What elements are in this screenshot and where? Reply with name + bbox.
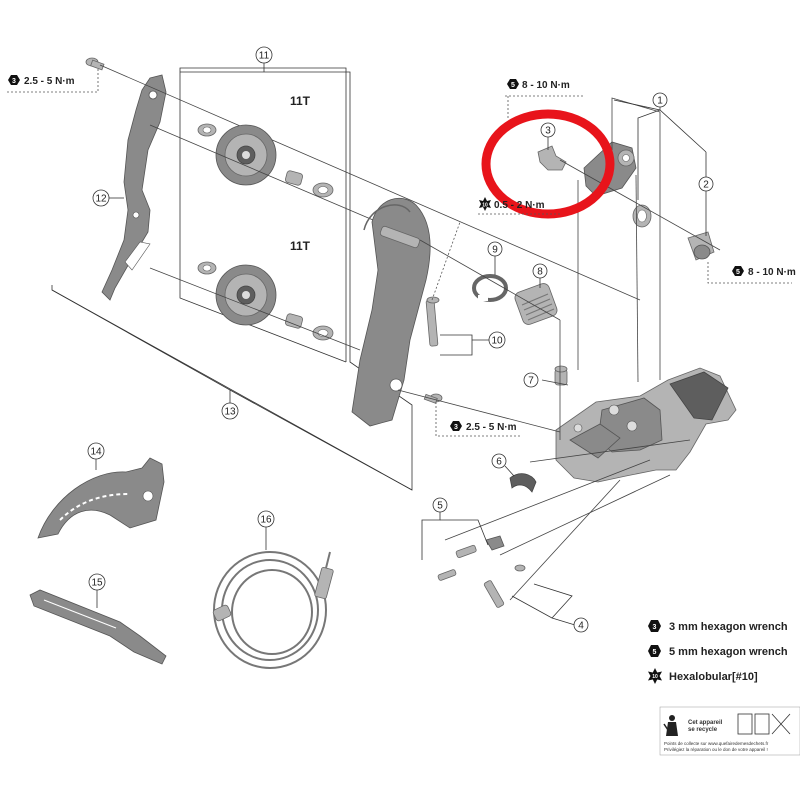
svg-text:Cet appareil: Cet appareil xyxy=(688,720,723,726)
callout-1: 1 xyxy=(652,92,668,108)
housing-screws xyxy=(437,535,505,581)
svg-text:3: 3 xyxy=(454,424,458,431)
callout-3: 3 xyxy=(540,122,556,138)
svg-text:6: 6 xyxy=(496,457,502,468)
derailleur-body xyxy=(555,367,737,483)
svg-text:4: 4 xyxy=(578,621,584,632)
svg-text:3 mm hexagon wrench: 3 mm hexagon wrench xyxy=(669,621,788,633)
svg-text:10: 10 xyxy=(652,674,658,680)
svg-text:2.5 - 5 N·m: 2.5 - 5 N·m xyxy=(466,422,517,433)
alignment-tool xyxy=(29,589,167,665)
washer-ring xyxy=(632,204,652,228)
callout-2: 2 xyxy=(698,176,714,192)
legend: 3 3 mm hexagon wrench 5 5 mm hexagon wre… xyxy=(648,620,788,684)
svg-text:3: 3 xyxy=(653,624,657,631)
cage-bolt-bottom xyxy=(423,393,443,404)
bracket-11 xyxy=(179,72,347,363)
svg-text:5: 5 xyxy=(511,82,515,89)
svg-text:5: 5 xyxy=(736,269,740,276)
svg-text:5: 5 xyxy=(653,649,657,656)
bin-icon xyxy=(737,713,791,735)
svg-text:13: 13 xyxy=(224,407,236,418)
lower-pulley-teeth: 11T xyxy=(290,239,311,253)
upper-pulley-teeth: 11T xyxy=(290,94,311,108)
svg-text:5 mm hexagon wrench: 5 mm hexagon wrench xyxy=(669,646,788,658)
svg-text:10: 10 xyxy=(482,203,488,209)
svg-text:16: 16 xyxy=(260,515,272,526)
callout-12: 12 xyxy=(92,189,110,207)
torque-top-right: 5 8 - 10 N·m xyxy=(505,79,585,120)
tension-spring xyxy=(514,283,558,325)
svg-text:14: 14 xyxy=(90,447,102,458)
svg-text:8: 8 xyxy=(537,267,543,278)
svg-text:3: 3 xyxy=(545,126,551,137)
chain-guide xyxy=(37,457,165,539)
recycle-badge: Cet appareil se recycle Points de collec… xyxy=(659,706,800,756)
cable-pin xyxy=(483,564,526,608)
legend-item-hexalobular: 10 Hexalobular[#10] xyxy=(648,668,758,684)
cable-cap xyxy=(509,473,537,493)
usb-cable xyxy=(212,551,334,669)
callout-15: 15 xyxy=(88,573,106,591)
svg-text:9: 9 xyxy=(492,245,498,256)
hexalobular-screw xyxy=(425,296,440,347)
callout-10: 10 xyxy=(488,331,506,349)
callout-9: 9 xyxy=(487,241,503,257)
legend-item-3mm: 3 3 mm hexagon wrench xyxy=(648,620,788,633)
svg-text:5: 5 xyxy=(437,501,443,512)
inner-cage-plate xyxy=(351,197,431,427)
upper-pulley-group xyxy=(197,123,334,198)
svg-text:Points de collecte sur www.que: Points de collecte sur www.quefairedemes… xyxy=(664,741,769,746)
svg-text:Hexalobular[#10]: Hexalobular[#10] xyxy=(669,671,758,683)
outer-cage-plate xyxy=(101,74,167,301)
svg-text:11: 11 xyxy=(259,51,270,62)
torque-right: 5 8 - 10 N·m xyxy=(707,262,796,284)
b-tension-bolt xyxy=(537,145,567,171)
svg-text:10: 10 xyxy=(491,336,503,347)
mounting-bolt xyxy=(687,231,715,261)
callout-14: 14 xyxy=(87,442,105,460)
svg-text:0.5 - 2 N·m: 0.5 - 2 N·m xyxy=(494,200,545,211)
callout-4: 4 xyxy=(573,617,589,633)
callout-8: 8 xyxy=(532,263,548,279)
callout-16: 16 xyxy=(257,510,275,528)
svg-text:12: 12 xyxy=(95,194,107,205)
callout-5: 5 xyxy=(432,497,448,513)
svg-text:2.5 - 5 N·m: 2.5 - 5 N·m xyxy=(24,76,75,87)
svg-text:7: 7 xyxy=(528,376,534,387)
callout-6: 6 xyxy=(491,453,507,469)
callout-7: 7 xyxy=(523,372,539,388)
small-bushing xyxy=(554,365,568,386)
svg-text:8 - 10 N·m: 8 - 10 N·m xyxy=(522,80,570,91)
callout-13: 13 xyxy=(221,402,239,420)
torque-mid: 3 2.5 - 5 N·m xyxy=(435,402,520,437)
lower-pulley-group xyxy=(197,261,334,341)
recycle-person-icon xyxy=(663,715,678,736)
svg-text:2: 2 xyxy=(703,180,709,191)
svg-text:1: 1 xyxy=(657,96,663,107)
svg-text:Privilégiez la réparation ou l: Privilégiez la réparation ou le don de v… xyxy=(664,747,768,752)
callout-11: 11 xyxy=(255,46,273,64)
svg-text:15: 15 xyxy=(91,578,103,589)
svg-text:3: 3 xyxy=(12,78,16,85)
torque-hexalobular: 10 0.5 - 2 N·m xyxy=(478,197,560,215)
svg-text:8 - 10 N·m: 8 - 10 N·m xyxy=(748,267,796,278)
svg-text:se recycle: se recycle xyxy=(688,727,718,733)
cage-bolt-top xyxy=(85,57,105,71)
torque-top-left: 3 2.5 - 5 N·m xyxy=(7,68,99,93)
spring-clip xyxy=(472,274,508,302)
legend-item-5mm: 5 5 mm hexagon wrench xyxy=(648,645,788,658)
